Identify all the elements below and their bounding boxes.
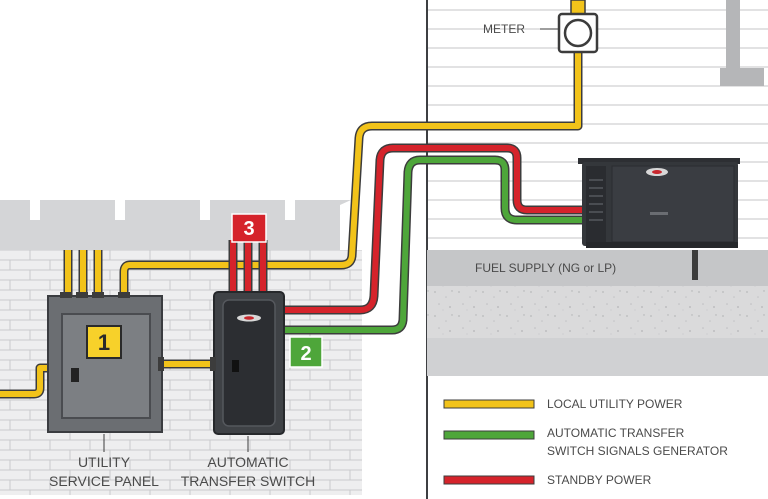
ground-slab (427, 250, 768, 376)
ats-label-line2: TRANSFER SWITCH (181, 473, 316, 489)
transfer-switch (210, 291, 285, 435)
badge-1: 1 (86, 325, 122, 359)
ats-label-line1: AUTOMATIC (207, 454, 288, 470)
legend-item-signal: AUTOMATIC TRANSFER SWITCH SIGNALS GENERA… (443, 426, 728, 458)
fuel-supply-label: FUEL SUPPLY (NG or LP) (475, 261, 616, 275)
svg-text:STANDBY POWER: STANDBY POWER (547, 473, 652, 487)
utility-label-line2: SERVICE PANEL (49, 473, 159, 489)
wiring (0, 50, 583, 399)
badge-2: 2 (289, 336, 323, 368)
house-siding (426, 0, 768, 499)
legend: LOCAL UTILITY POWER AUTOMATIC TRANSFER S… (443, 397, 728, 487)
svg-text:AUTOMATIC TRANSFER: AUTOMATIC TRANSFER (547, 426, 685, 440)
svg-text:2: 2 (300, 343, 311, 365)
svg-text:3: 3 (243, 218, 254, 240)
svg-text:LOCAL UTILITY POWER: LOCAL UTILITY POWER (547, 397, 683, 411)
badge-3: 3 (231, 213, 267, 243)
svg-text:1: 1 (98, 330, 110, 355)
standby-generator (578, 158, 740, 248)
svg-text:SWITCH SIGNALS GENERATOR: SWITCH SIGNALS GENERATOR (547, 444, 728, 458)
legend-item-standby: STANDBY POWER (443, 473, 652, 487)
electric-meter (540, 0, 599, 54)
service-panel (47, 292, 164, 433)
utility-label-line1: UTILITY (78, 454, 131, 470)
meter-label: METER (483, 22, 525, 36)
fuel-line (692, 250, 698, 280)
legend-item-utility: LOCAL UTILITY POWER (443, 397, 683, 411)
